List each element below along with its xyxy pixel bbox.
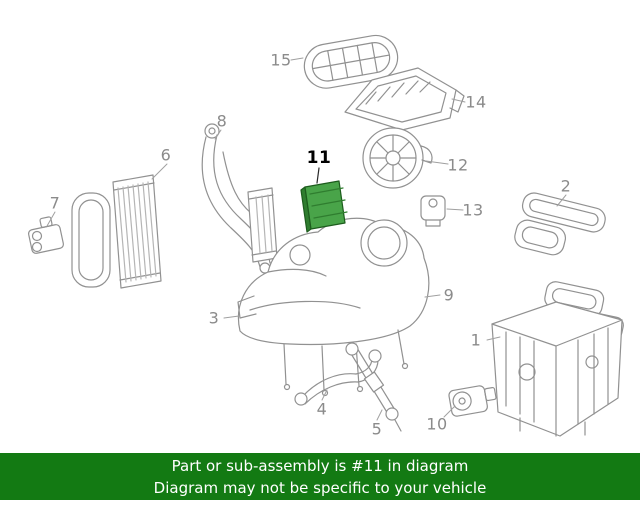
callout-9: 9 [443,285,455,305]
part-12-blower-motor [362,127,433,189]
banner-line-1: Part or sub-assembly is #11 in diagram [171,456,469,475]
callout-6: 6 [160,145,172,165]
part-3-hvac-housing [237,217,430,397]
callout-3: 3 [208,308,220,328]
callout-5: 5 [371,419,383,439]
part-7-valve [27,216,65,254]
callout-14: 14 [465,92,487,112]
part-14-air-duct [344,67,465,131]
part-13-resistor [420,195,446,227]
callout-12: 12 [447,155,469,175]
footer-banner: Part or sub-assembly is #11 in diagram D… [0,453,640,500]
part-11-cabin-filter-highlighted [300,167,348,233]
part-1-heater-box [491,281,624,437]
callout-1: 1 [470,330,482,350]
callout-7: 7 [49,193,61,213]
part-5-pipe [345,342,402,432]
callout-4: 4 [316,399,328,419]
callout-8: 8 [216,111,228,131]
part-2-gasket [514,192,606,256]
part-10-actuator [448,385,497,417]
callout-leader-lines [46,57,567,421]
callout-11-highlighted: 11 [306,148,332,168]
callout-2: 2 [560,176,572,196]
callout-13: 13 [462,200,484,220]
part-heater-core-plate [247,187,278,263]
part-6-evaporator [71,174,162,289]
part-15-seal-grille [303,34,399,89]
callout-15: 15 [270,50,292,70]
callout-10: 10 [426,414,448,434]
banner-line-2: Diagram may not be specific to your vehi… [153,478,487,497]
